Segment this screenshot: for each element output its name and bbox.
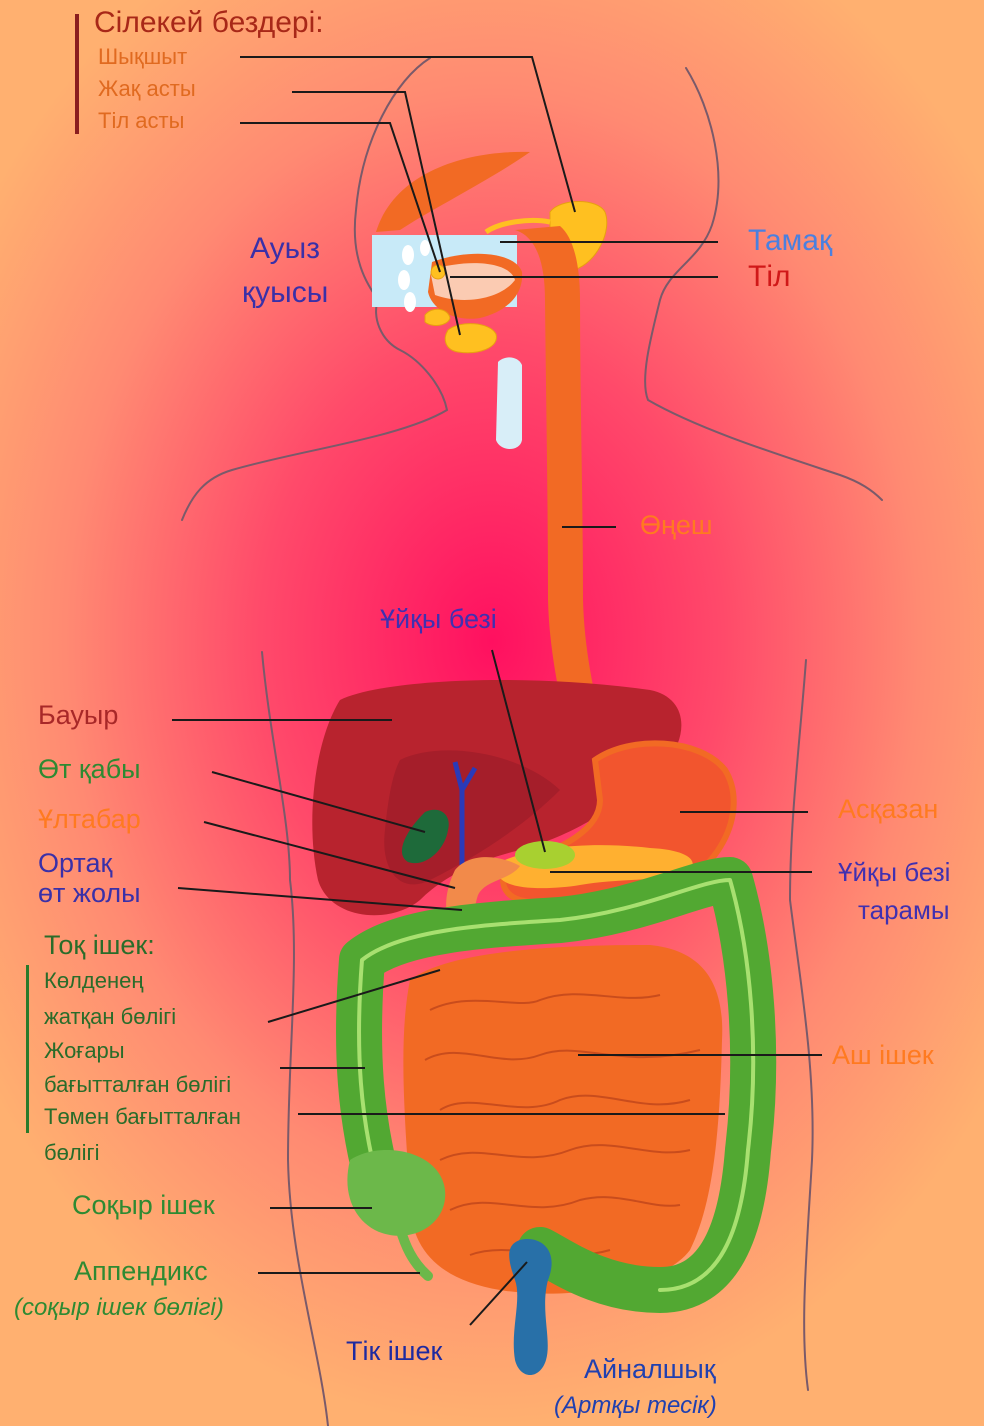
salivary-bracket	[75, 14, 79, 134]
label-common-bile-duct-2: өт жолы	[38, 878, 141, 909]
label-tongue: Тіл	[748, 260, 791, 295]
label-anus: Айналшық	[584, 1354, 716, 1385]
label-appendix: Аппендикс	[74, 1256, 208, 1287]
label-colon: Тоқ ішек:	[44, 930, 155, 961]
label-submandibular: Жақ асты	[98, 76, 196, 101]
label-descending-1: Төмен бағытталған	[44, 1104, 241, 1129]
label-cecum: Соқыр ішек	[72, 1190, 215, 1221]
colon-bracket	[26, 965, 29, 1133]
label-transverse-2: жатқан бөлігі	[44, 1004, 176, 1029]
label-parotid: Шықшыт	[98, 44, 187, 69]
label-liver: Бауыр	[38, 700, 118, 731]
label-descending-2: бөлігі	[44, 1140, 99, 1165]
label-pancreatic-duct-2: тарамы	[858, 896, 950, 926]
label-ascending-2: бағытталған бөлігі	[44, 1072, 231, 1097]
trachea	[496, 357, 522, 449]
label-common-bile-duct-1: Ортақ	[38, 848, 112, 879]
rectum	[509, 1239, 551, 1375]
label-stomach: Асқазан	[838, 794, 938, 825]
label-duodenum: Ұлтабар	[38, 804, 141, 835]
label-salivary-glands: Сілекей бездері:	[94, 6, 324, 41]
label-gallbladder: Өт қабы	[38, 754, 141, 785]
pancreas-head	[515, 841, 575, 869]
label-esophagus: Өңеш	[640, 510, 713, 541]
label-pharynx: Тамақ	[748, 224, 832, 259]
label-pancreas: Ұйқы безі	[380, 604, 497, 635]
label-ascending-1: Жоғары	[44, 1038, 125, 1063]
label-oral-cavity-2: қуысы	[242, 276, 328, 311]
label-transverse-1: Көлденең	[44, 968, 144, 993]
label-oral-cavity-1: Ауыз	[250, 232, 320, 267]
label-pancreatic-duct-1: Ұйқы безі	[838, 858, 950, 888]
label-small-intestine: Аш ішек	[832, 1040, 934, 1071]
label-anus-note: (Артқы тесік)	[554, 1392, 717, 1420]
label-appendix-note: (соқыр ішек бөлігі)	[14, 1294, 224, 1322]
label-rectum: Тік ішек	[346, 1336, 442, 1367]
label-sublingual: Тіл асты	[98, 108, 184, 133]
